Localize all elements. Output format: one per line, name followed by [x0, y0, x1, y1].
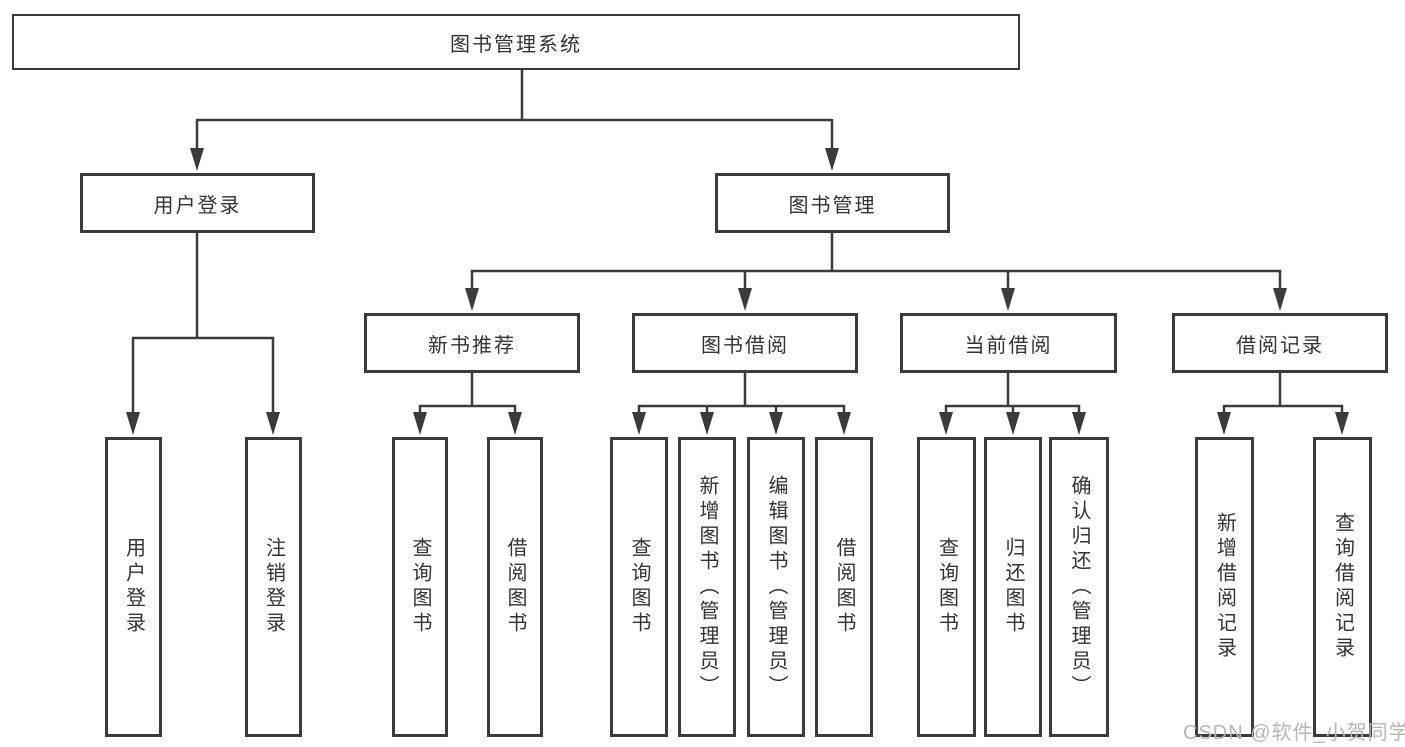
leaf-query-borrow-record-label: 查询借阅记录 — [1331, 512, 1354, 662]
leaf-borrow-book: 借阅图书 — [815, 437, 873, 737]
leaf-user-login-label: 用户登录 — [122, 537, 145, 637]
leaf-user-login: 用户登录 — [105, 437, 162, 737]
leaf-query-books-borrow: 查询图书 — [610, 437, 668, 737]
node-book-borrowing: 图书借阅 — [632, 313, 858, 373]
leaf-query-books-borrow-label: 查询图书 — [628, 537, 650, 637]
leaf-query-books-current: 查询图书 — [917, 437, 976, 737]
leaf-borrow-books-recommend-label: 借阅图书 — [504, 537, 526, 637]
leaf-return-book-label: 归还图书 — [1002, 537, 1024, 637]
leaf-query-books-current-label: 查询图书 — [935, 537, 958, 637]
leaf-logout-label: 注销登录 — [262, 537, 285, 637]
node-borrowing-records: 借阅记录 — [1172, 313, 1388, 373]
leaf-edit-book-admin: 编辑图书（管理员） — [747, 437, 805, 737]
node-new-book-recommendation: 新书推荐 — [364, 313, 580, 373]
leaf-add-book-admin: 新增图书（管理员） — [678, 437, 736, 737]
node-current-borrowing: 当前借阅 — [900, 313, 1117, 373]
leaf-add-borrow-record-label: 新增借阅记录 — [1213, 512, 1236, 662]
leaf-query-borrow-record: 查询借阅记录 — [1313, 437, 1372, 737]
leaf-borrow-book-label: 借阅图书 — [833, 537, 855, 637]
leaf-query-books-recommend-label: 查询图书 — [409, 537, 431, 637]
csdn-watermark: CSDN @软件_小贺同学 — [1183, 722, 1405, 744]
leaf-add-book-admin-label: 新增图书（管理员） — [696, 474, 718, 700]
leaf-borrow-books-recommend: 借阅图书 — [487, 437, 543, 737]
node-book-management: 图书管理 — [715, 173, 950, 233]
node-library-management-system: 图书管理系统 — [12, 14, 1020, 70]
leaf-edit-book-admin-label: 编辑图书（管理员） — [765, 474, 787, 700]
node-user-login: 用户登录 — [80, 173, 315, 233]
leaf-confirm-return-admin: 确认归还（管理员） — [1049, 437, 1109, 737]
leaf-query-books-recommend: 查询图书 — [392, 437, 448, 737]
leaf-return-book: 归还图书 — [984, 437, 1042, 737]
leaf-logout: 注销登录 — [245, 437, 302, 737]
leaf-confirm-return-admin-label: 确认归还（管理员） — [1068, 474, 1090, 700]
leaf-add-borrow-record: 新增借阅记录 — [1195, 437, 1254, 737]
